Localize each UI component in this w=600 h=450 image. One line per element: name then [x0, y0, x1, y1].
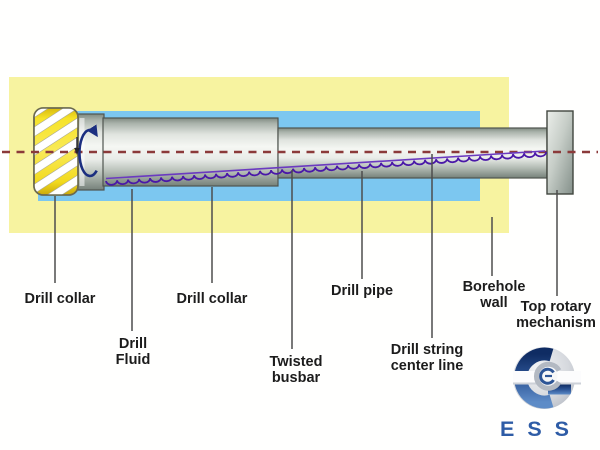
ess-emblem-icon [513, 347, 581, 409]
drill-bit-stripes [34, 108, 78, 195]
twisted-busbar-core [105, 150, 546, 180]
ess-wordmark: ESS [500, 417, 582, 441]
label-drill-collar-1: Drill collar [24, 291, 96, 307]
drill-bit [33, 107, 79, 196]
bit-down-arrow-icon [74, 137, 80, 155]
label-drill-pipe: Drill pipe [330, 283, 394, 299]
label-drill-collar-2: Drill collar [176, 291, 248, 307]
rotation-arrow-icon [78, 124, 98, 178]
twisted-busbar [105, 151, 547, 186]
